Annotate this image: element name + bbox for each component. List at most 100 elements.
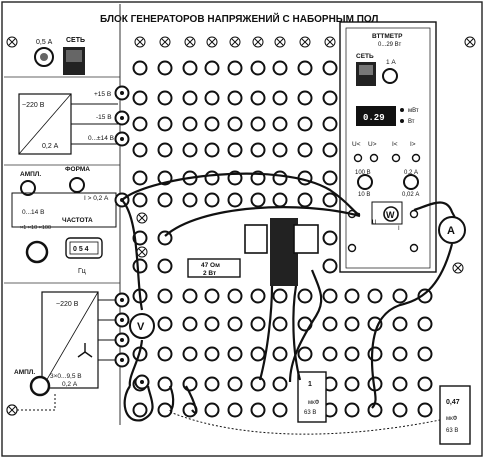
socket[interactable] — [344, 346, 360, 362]
socket[interactable] — [132, 402, 148, 418]
socket[interactable] — [227, 60, 243, 76]
wattmeter-jack[interactable] — [369, 153, 379, 163]
socket[interactable] — [204, 346, 220, 362]
socket[interactable] — [392, 316, 408, 332]
socket[interactable] — [132, 258, 148, 274]
socket[interactable] — [132, 116, 148, 132]
socket[interactable] — [132, 60, 148, 76]
socket[interactable] — [132, 90, 148, 106]
socket[interactable] — [157, 116, 173, 132]
socket[interactable] — [227, 116, 243, 132]
socket[interactable] — [157, 192, 173, 208]
socket[interactable] — [182, 90, 198, 106]
socket[interactable] — [322, 346, 338, 362]
socket[interactable] — [227, 316, 243, 332]
socket[interactable] — [227, 402, 243, 418]
wattmeter-jack[interactable] — [353, 153, 363, 163]
freq-knob[interactable] — [25, 240, 49, 264]
socket[interactable] — [182, 142, 198, 158]
socket[interactable] — [204, 60, 220, 76]
socket[interactable] — [297, 116, 313, 132]
socket[interactable] — [322, 170, 338, 186]
socket[interactable] — [297, 90, 313, 106]
socket[interactable] — [250, 316, 266, 332]
voltage-range-switch[interactable] — [357, 174, 373, 190]
socket[interactable] — [157, 316, 173, 332]
ampl1-knob[interactable] — [20, 180, 36, 196]
wattmeter-jack[interactable] — [409, 209, 419, 219]
socket[interactable] — [204, 116, 220, 132]
socket[interactable] — [344, 316, 360, 332]
capacitor-047uf[interactable] — [439, 385, 471, 445]
socket[interactable] — [204, 288, 220, 304]
socket[interactable] — [272, 288, 288, 304]
socket[interactable] — [157, 258, 173, 274]
ampl2-knob[interactable] — [29, 375, 51, 397]
socket[interactable] — [204, 402, 220, 418]
socket[interactable] — [157, 346, 173, 362]
wattmeter-jack[interactable] — [409, 243, 419, 253]
socket[interactable] — [157, 142, 173, 158]
socket[interactable] — [417, 402, 433, 418]
socket[interactable] — [272, 142, 288, 158]
socket[interactable] — [182, 346, 198, 362]
socket[interactable] — [322, 90, 338, 106]
socket[interactable] — [227, 142, 243, 158]
current-range-switch[interactable] — [403, 174, 419, 190]
socket[interactable] — [250, 90, 266, 106]
socket[interactable] — [392, 346, 408, 362]
socket[interactable] — [182, 316, 198, 332]
socket[interactable] — [157, 90, 173, 106]
socket[interactable] — [132, 170, 148, 186]
socket[interactable] — [272, 376, 288, 392]
socket[interactable] — [322, 60, 338, 76]
socket[interactable] — [250, 60, 266, 76]
socket[interactable] — [157, 60, 173, 76]
socket[interactable] — [132, 142, 148, 158]
socket[interactable] — [392, 402, 408, 418]
socket[interactable] — [182, 288, 198, 304]
socket[interactable] — [204, 142, 220, 158]
socket[interactable] — [344, 288, 360, 304]
socket[interactable] — [322, 116, 338, 132]
socket[interactable] — [182, 116, 198, 132]
component-right-body[interactable] — [293, 224, 319, 254]
socket[interactable] — [272, 316, 288, 332]
socket[interactable] — [392, 288, 408, 304]
wattmeter-jack[interactable] — [347, 243, 357, 253]
socket[interactable] — [182, 376, 198, 392]
socket[interactable] — [227, 90, 243, 106]
socket[interactable] — [272, 60, 288, 76]
resistor-47ohm[interactable] — [187, 258, 241, 278]
socket[interactable] — [250, 192, 266, 208]
socket[interactable] — [344, 376, 360, 392]
socket[interactable] — [204, 192, 220, 208]
socket[interactable] — [297, 192, 313, 208]
socket[interactable] — [272, 402, 288, 418]
socket[interactable] — [157, 230, 173, 246]
socket[interactable] — [322, 258, 338, 274]
socket[interactable] — [132, 230, 148, 246]
socket[interactable] — [157, 288, 173, 304]
socket[interactable] — [417, 346, 433, 362]
socket[interactable] — [272, 116, 288, 132]
socket[interactable] — [367, 288, 383, 304]
socket[interactable] — [297, 142, 313, 158]
socket[interactable] — [272, 346, 288, 362]
socket[interactable] — [227, 376, 243, 392]
socket[interactable] — [227, 346, 243, 362]
socket[interactable] — [250, 288, 266, 304]
wattmeter-jack[interactable] — [411, 153, 421, 163]
socket[interactable] — [392, 376, 408, 392]
socket[interactable] — [132, 192, 148, 208]
socket[interactable] — [182, 192, 198, 208]
wattmeter-jack[interactable] — [391, 153, 401, 163]
socket[interactable] — [297, 346, 313, 362]
socket[interactable] — [322, 192, 338, 208]
socket[interactable] — [322, 230, 338, 246]
socket[interactable] — [297, 60, 313, 76]
socket[interactable] — [344, 402, 360, 418]
socket[interactable] — [157, 402, 173, 418]
socket[interactable] — [272, 90, 288, 106]
socket[interactable] — [204, 170, 220, 186]
